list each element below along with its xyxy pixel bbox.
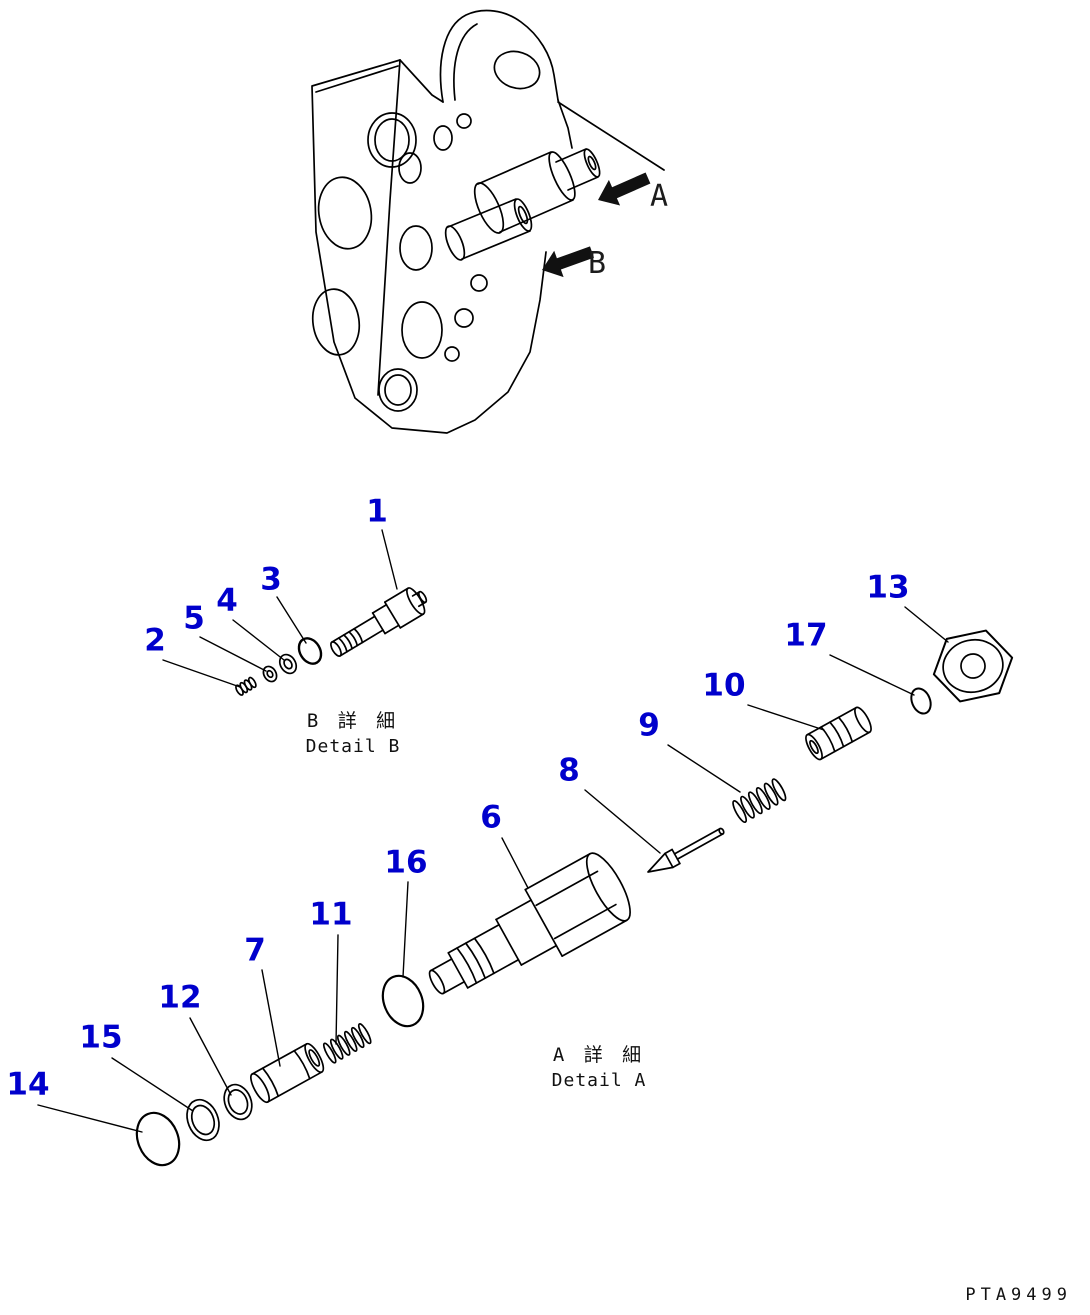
part-1-pilot-valve (330, 587, 428, 657)
leader-line-3 (276, 596, 307, 644)
detail-b-label-jp: B 詳 細 (306, 710, 400, 732)
leader-lines (37, 529, 949, 1133)
part-5-washer (262, 665, 278, 683)
part-15-backup-ring (186, 1098, 220, 1142)
part-2-spring (235, 676, 257, 696)
leader-line-12 (189, 1017, 232, 1096)
part-9-spring (732, 778, 787, 824)
leader-line-4 (232, 619, 285, 661)
leader-line-17 (829, 654, 915, 696)
leader-line-14 (37, 1104, 143, 1133)
detail-a-label-en: Detail A (551, 1070, 647, 1091)
drawing-number: PTA9499 (965, 1285, 1072, 1305)
part-14-o-ring (135, 1111, 181, 1167)
leader-line-15 (111, 1057, 194, 1112)
detail-b-label-en: Detail B (305, 736, 401, 757)
detail-a-label-jp: A 詳 細 (552, 1044, 646, 1066)
leader-line-2 (162, 659, 241, 688)
leader-line-9 (667, 744, 741, 793)
detail-a-label: A 詳 細 Detail A (524, 1040, 674, 1091)
valve-body-drawing (311, 9, 665, 434)
leader-line-13 (904, 606, 949, 643)
part-16-o-ring (381, 974, 425, 1028)
port-boss-b (444, 198, 533, 261)
leader-line-16 (402, 881, 409, 978)
part-13-cap-nut (932, 629, 1014, 703)
leader-line-1 (381, 529, 398, 590)
leader-line-11 (335, 934, 339, 1045)
detail-b-assembly (235, 587, 428, 696)
view-label-a: A (650, 179, 669, 214)
detail-a-assembly (135, 629, 1014, 1167)
part-12-ring (223, 1083, 253, 1121)
view-label-b: B (588, 246, 607, 281)
part-7-sleeve (250, 1042, 325, 1104)
detail-b-label: B 詳 細 Detail B (278, 706, 428, 757)
part-11-spring (322, 1023, 372, 1064)
part-3-ring (297, 637, 323, 665)
part-8-poppet (647, 827, 725, 873)
part-6-valve-cartridge (428, 852, 631, 995)
part-17-ring (910, 687, 932, 715)
leader-line-8 (584, 789, 661, 854)
leader-line-7 (261, 969, 281, 1067)
view-arrow-b (542, 246, 594, 278)
leader-line-6 (501, 837, 529, 889)
part-4-washer (278, 653, 298, 675)
port-boss-a (473, 148, 601, 234)
view-arrow-a (598, 172, 651, 206)
leader-line-5 (199, 636, 267, 672)
part-10-spring-seat (805, 706, 872, 761)
leader-line-10 (747, 704, 825, 731)
